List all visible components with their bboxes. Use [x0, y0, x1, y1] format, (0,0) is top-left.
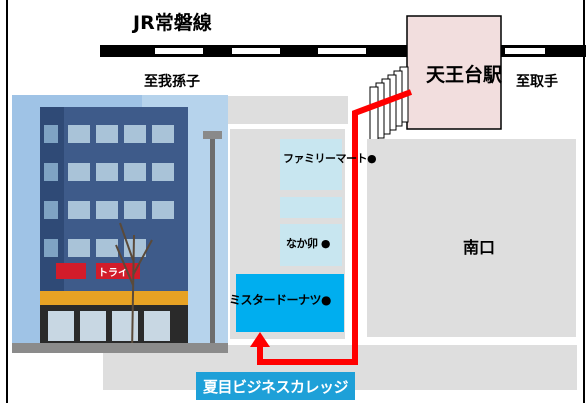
- right-frame-line: [583, 0, 585, 403]
- familymart-building: [280, 139, 342, 190]
- nakau-label: なか卯 ●: [286, 237, 330, 250]
- station-name-label: 天王台駅: [426, 64, 503, 86]
- misdo-label: ミスタードーナツ●: [229, 293, 331, 307]
- station-building: [406, 15, 502, 130]
- building-photo-drawing: トライ: [12, 95, 228, 353]
- direction-left-label: 至我孫子: [144, 74, 200, 90]
- road-block-southexit: [367, 139, 576, 337]
- small-building: [280, 197, 342, 218]
- nakau-building: [280, 224, 342, 266]
- photo-sign-text: トライ: [98, 267, 128, 279]
- railway-track-icon: [100, 45, 586, 57]
- road-block-north: [228, 96, 348, 124]
- building-photo: トライ: [12, 95, 228, 353]
- destination-label: 夏目ビジネスカレッジ: [196, 372, 355, 400]
- south-exit-label: 南口: [463, 238, 496, 257]
- familymart-label: ファミリーマート●: [283, 152, 377, 165]
- left-frame-line: [6, 0, 8, 403]
- misdo-building: [236, 274, 344, 332]
- railway-line-label: JR常磐線: [133, 12, 212, 34]
- direction-right-label: 至取手: [516, 74, 558, 90]
- route-arrow-icon: [250, 89, 413, 365]
